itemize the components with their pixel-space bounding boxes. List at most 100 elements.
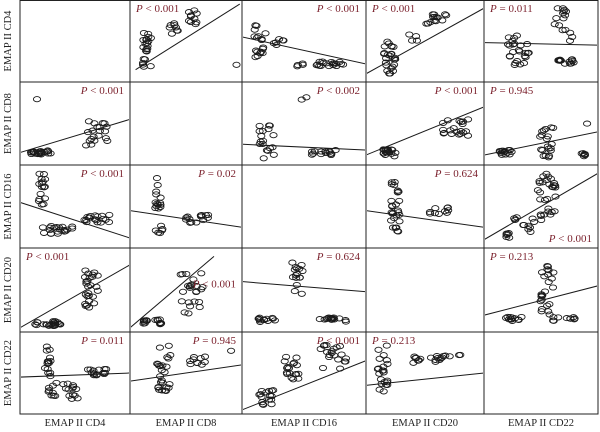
scatter-point (537, 216, 546, 224)
scatter-point (543, 133, 552, 140)
scatter-point (441, 11, 450, 18)
scatter-point (389, 43, 398, 50)
scatter-point (197, 270, 206, 277)
scatter-point (302, 94, 311, 101)
scatter-cell: P < 0.001 (485, 170, 597, 245)
scatter-point (502, 230, 511, 237)
regression-line (243, 143, 365, 151)
scatter-point (63, 380, 72, 387)
p-value-label: P < 0.001 (548, 233, 592, 245)
scatter-point (143, 40, 152, 47)
scatter-point (256, 391, 265, 398)
scatter-point (36, 150, 45, 157)
scatter-point (383, 51, 392, 58)
scatter-point (141, 40, 150, 47)
scatter-point (457, 118, 466, 126)
scatter-point (83, 366, 93, 373)
scatter-point (544, 205, 553, 212)
scatter-point (283, 364, 292, 371)
scatter-point (81, 267, 90, 274)
scatter-cell: P = 0.011 (485, 3, 597, 68)
scatter-point (265, 122, 274, 129)
regression-line (485, 42, 597, 46)
scatter-point (101, 369, 110, 376)
scatter-point (405, 31, 414, 38)
scatter-point (327, 150, 336, 157)
scatter-point (456, 128, 465, 135)
scatter-point (441, 352, 450, 359)
scatter-point (289, 376, 298, 383)
scatter-point (292, 354, 301, 361)
column-variable-label: EMAP II CD4 (45, 418, 107, 429)
scatter-point (455, 117, 464, 124)
scatter-point (320, 342, 329, 349)
regression-line (131, 256, 215, 328)
scatter-point (33, 319, 42, 326)
scatter-point (543, 263, 552, 270)
scatter-point (375, 355, 384, 362)
scatter-point (160, 387, 169, 394)
scatter-point (165, 24, 174, 31)
matrix-frame (19, 0, 599, 415)
scatter-point (570, 316, 579, 323)
regression-line (21, 264, 129, 328)
scatter-point (258, 127, 267, 135)
p-value-label: P < 0.002 (316, 85, 360, 97)
scatter-point (550, 208, 559, 215)
scatter-point (551, 193, 560, 200)
p-value-label: P = 0.213 (489, 251, 534, 263)
scatter-point (438, 17, 447, 24)
scatter-point (317, 148, 326, 155)
scatter-point (263, 147, 273, 154)
scatter-point (566, 315, 575, 322)
scatter-point (259, 316, 268, 323)
scatter-point (156, 194, 165, 201)
scatter-point (88, 293, 97, 300)
scatter-point (163, 354, 172, 361)
scatter-point (540, 197, 549, 204)
scatter-point (537, 308, 546, 315)
regression-line (21, 372, 129, 378)
scatter-point (455, 131, 464, 138)
scatter-point (197, 361, 206, 368)
regression-line (367, 106, 483, 156)
scatter-point (327, 58, 336, 66)
scatter-cell: P < 0.001 (243, 3, 365, 70)
p-value-label: P < 0.001 (80, 85, 124, 97)
scatter-point (165, 381, 174, 388)
scatter-point (51, 392, 60, 399)
scatter-cell: P = 0.945 (485, 85, 597, 161)
scatter-point (323, 349, 332, 356)
scatter-point (373, 366, 382, 373)
column-variable-label: EMAP II CD22 (508, 418, 574, 429)
scatter-cell: P = 0.945 (131, 335, 241, 394)
scatter-point (258, 50, 267, 57)
p-value-label: P < 0.001 (316, 3, 360, 15)
scatter-point (502, 233, 511, 240)
scatter-point (65, 392, 74, 399)
scatter-cell: P < 0.001 (243, 335, 365, 411)
scatter-point (100, 120, 109, 127)
scatter-point (554, 314, 563, 321)
scatter-point (539, 152, 548, 160)
scatter-point (271, 39, 280, 46)
scatter-point (73, 395, 82, 402)
scatter-point (170, 20, 179, 27)
scatter-point (510, 61, 519, 68)
row-variable-label: EMAP II CD22 (3, 340, 14, 406)
regression-line (485, 285, 597, 316)
scatter-point (46, 369, 55, 376)
scatter-cell: P = 0.624 (243, 251, 365, 325)
scatter-point (152, 188, 161, 195)
scatter-point (157, 227, 167, 234)
scatter-point (154, 205, 163, 212)
scatter-point (526, 228, 535, 235)
scatter-point (94, 132, 103, 139)
scatter-point (408, 37, 417, 44)
scatter-point (155, 344, 164, 351)
scatter-point (440, 129, 449, 136)
scatter-point (293, 270, 302, 278)
scatter-point (537, 131, 546, 139)
scatter-point (316, 62, 325, 69)
scatter-cell: P = 0.011 (21, 335, 129, 402)
